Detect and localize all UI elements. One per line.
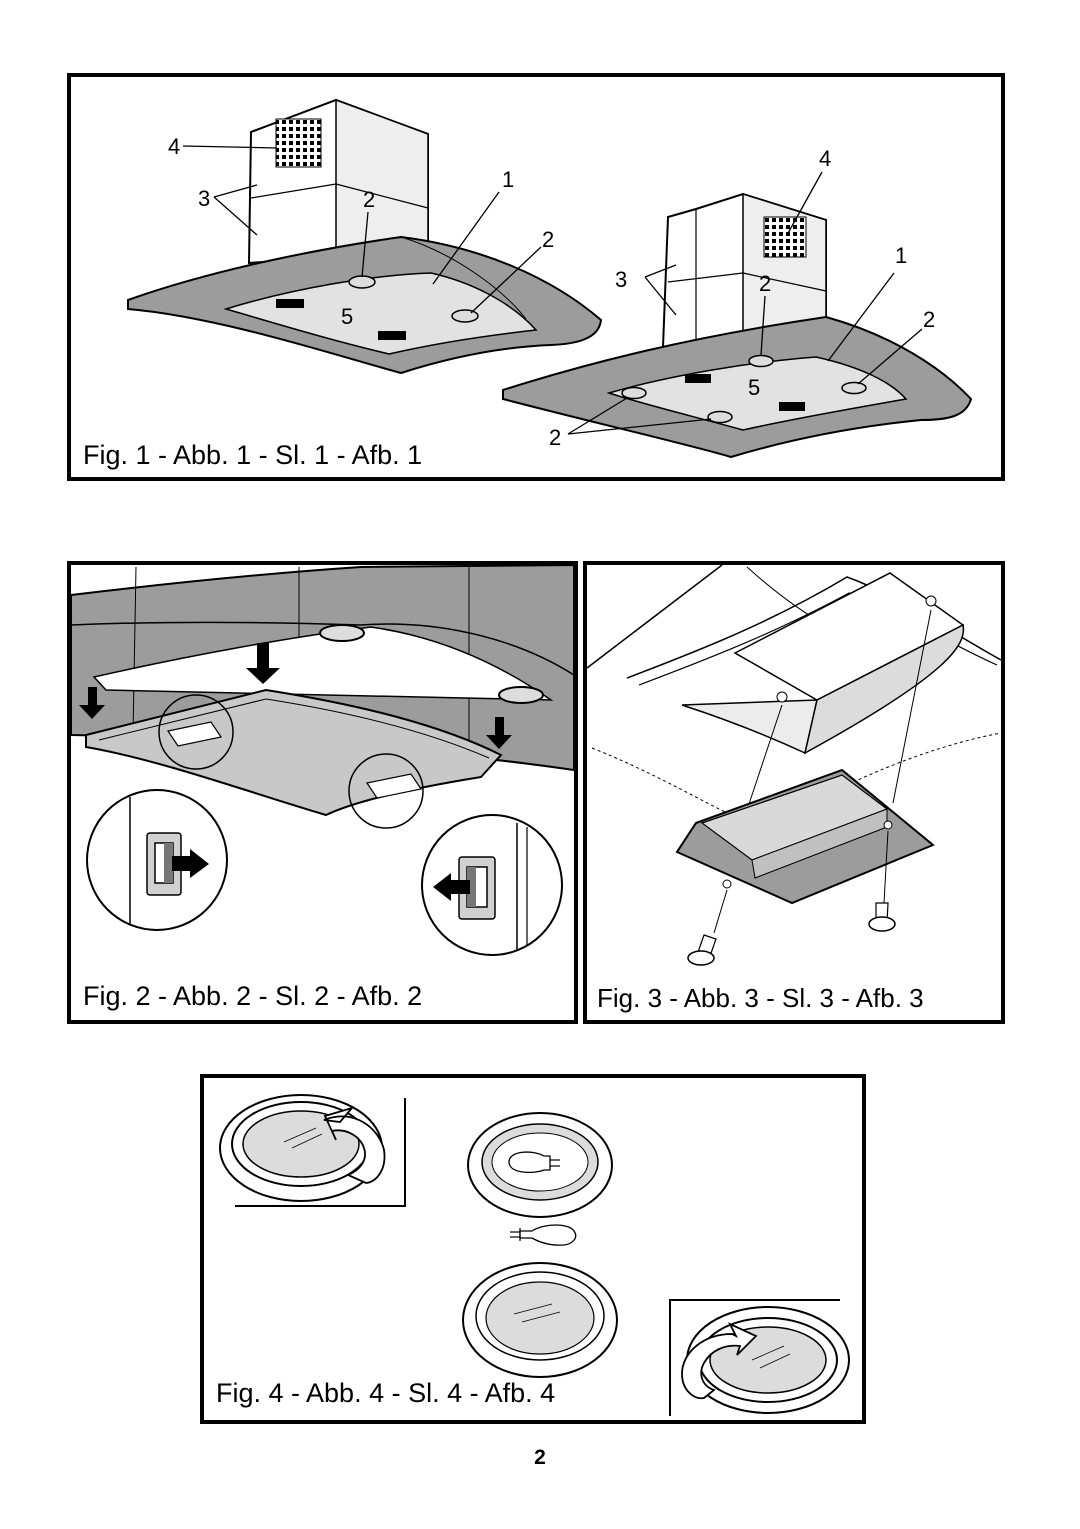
latch-highlight-2 xyxy=(348,753,424,829)
callout-2-left-a: 2 xyxy=(363,187,375,212)
callout-3-right: 3 xyxy=(615,267,627,292)
callout-5-right: 5 xyxy=(748,375,760,400)
spotlight-right-2 xyxy=(841,381,867,395)
push-arrows xyxy=(79,643,512,749)
spotlight-left-1 xyxy=(348,275,376,289)
figure-1-illustration: 4 3 2 1 2 5 4 3 2 1 2 5 2 xyxy=(127,98,973,459)
spotlight-right-1 xyxy=(748,354,774,368)
callout-1-left: 1 xyxy=(502,167,514,192)
figure-4-caption: Fig. 4 - Abb. 4 - Sl. 4 - Afb. 4 xyxy=(216,1378,556,1408)
figure-3-illustration xyxy=(587,565,1001,966)
motor-housing xyxy=(733,572,965,701)
figure-3-panel: Fig. 3 - Abb. 3 - Sl. 3 - Afb. 3 xyxy=(583,561,1005,1024)
halogen-bulb-icon xyxy=(510,1224,577,1246)
callout-2-right-c: 2 xyxy=(549,425,561,450)
figure-2-panel: Fig. 2 - Abb. 2 - Sl. 2 - Afb. 2 xyxy=(67,561,578,1024)
screw-left xyxy=(687,934,717,966)
lamp-step-remove xyxy=(219,1094,406,1207)
spotlight-left-2 xyxy=(451,309,479,323)
spotlight-right-3 xyxy=(621,386,647,400)
spotlight-a xyxy=(319,624,365,642)
screw-right xyxy=(868,902,896,932)
figure-1-caption: Fig. 1 - Abb. 1 - Sl. 1 - Afb. 1 xyxy=(83,440,423,470)
vent-grille-left xyxy=(275,118,322,168)
figure-1-panel: 4 3 2 1 2 5 4 3 2 1 2 5 2 Fig. 1 - Abb. … xyxy=(67,73,1005,481)
rotate-arrow-icon xyxy=(323,1106,386,1184)
figure-4-panel: Fig. 4 - Abb. 4 - Sl. 4 - Afb. 4 xyxy=(200,1074,866,1424)
glass-cover xyxy=(462,1262,618,1378)
callout-3-left: 3 xyxy=(198,186,210,211)
callout-4-right: 4 xyxy=(819,146,831,171)
hood-left xyxy=(127,98,603,375)
page-number: 2 xyxy=(534,1446,546,1469)
hood-right xyxy=(502,192,973,459)
callout-5-left: 5 xyxy=(341,304,353,329)
spotlight-b xyxy=(498,686,544,704)
callout-1-right: 1 xyxy=(895,243,907,268)
figure-2-illustration xyxy=(71,565,574,956)
callout-4-left: 4 xyxy=(168,134,180,159)
detail-circle-right xyxy=(421,814,563,956)
detail-circle-left xyxy=(86,789,228,931)
figure-3-caption: Fig. 3 - Abb. 3 - Sl. 3 - Afb. 3 xyxy=(597,983,924,1013)
figure-2-caption: Fig. 2 - Abb. 2 - Sl. 2 - Afb. 2 xyxy=(83,981,423,1011)
spotlight-right-4 xyxy=(707,410,733,424)
leader-lines xyxy=(182,145,923,435)
callout-2-right-b: 2 xyxy=(923,307,935,332)
vent-grille-right xyxy=(763,216,807,258)
latch-highlight-1 xyxy=(158,694,234,770)
callout-2-right-a: 2 xyxy=(759,271,771,296)
figure-4-illustration xyxy=(219,1094,850,1416)
lamp-step-bulb xyxy=(467,1112,613,1218)
callout-2-left-b: 2 xyxy=(542,227,554,252)
rotate-back-arrow-icon xyxy=(681,1322,758,1400)
lamp-step-refit xyxy=(669,1299,850,1416)
